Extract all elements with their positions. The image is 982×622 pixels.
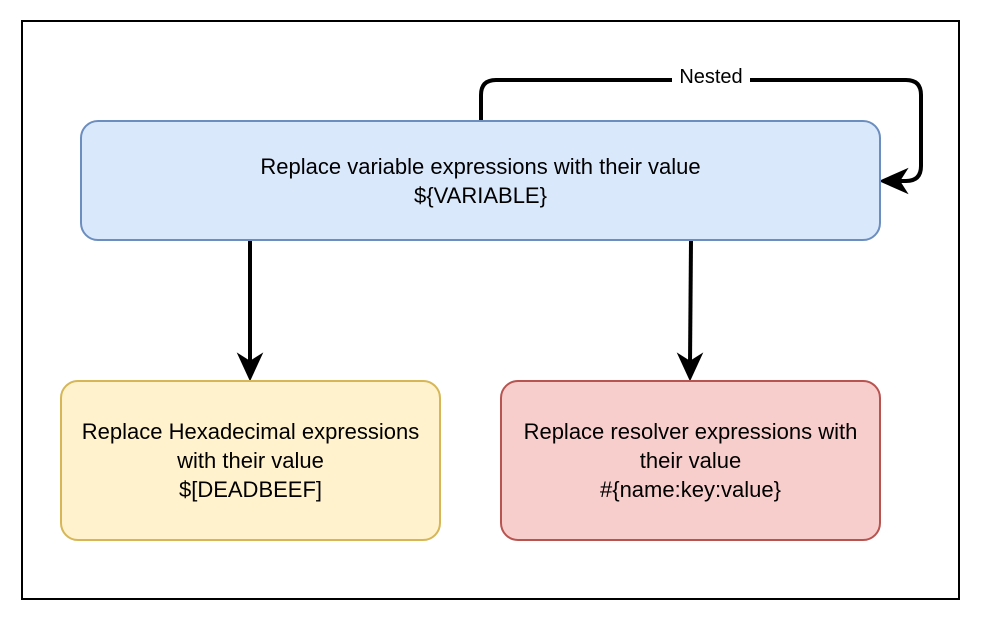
resolver-node-line-1: Replace resolver expressions with [523,419,858,444]
edge-to-resolver-node [688,240,693,365]
hexadecimal-expression-node[interactable]: Replace Hexadecimal expressions with the… [60,380,441,541]
nested-edge-label: Nested [672,64,750,90]
resolver-expression-node[interactable]: Replace resolver expressions with their … [500,380,881,541]
hex-edge-arrowhead [236,352,264,382]
hex-node-line-3: $[DEADBEEF] [178,477,323,502]
variable-expression-node[interactable]: Replace variable expressions with their … [80,120,881,241]
nested-loop-edge [479,78,923,183]
resolver-node-line-2: their value [639,448,742,473]
diagram-frame [21,20,960,600]
resolver-node-line-3: #{name:key:value} [599,477,782,502]
nested-loop-arrowhead [878,167,909,195]
variable-node-line-2: ${VARIABLE} [414,182,547,208]
resolver-edge-arrowhead [676,352,704,382]
hex-node-line-2: with their value [177,448,324,473]
hex-node-line-1: Replace Hexadecimal expressions [81,419,420,444]
variable-node-line-1: Replace variable expressions with their … [260,153,701,179]
